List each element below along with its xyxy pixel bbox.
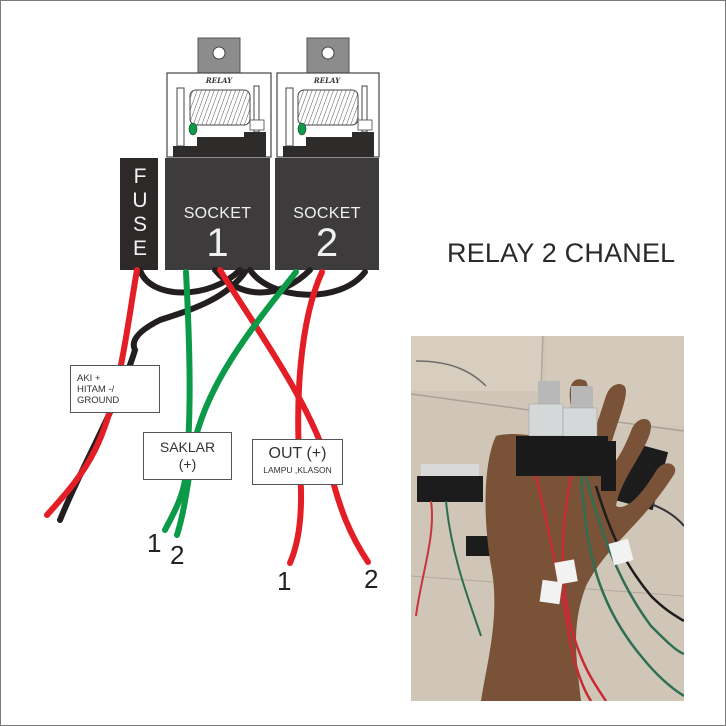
output-wire-end-1: 1 [277, 566, 292, 596]
battery-label-line1: AKI + [77, 372, 101, 384]
page-title: RELAY 2 CHANEL [447, 238, 676, 268]
relay-terminals [357, 119, 373, 131]
socket-2 [275, 158, 379, 270]
relay-terminals [249, 119, 265, 131]
output-label-line1: OUT (+) [268, 445, 327, 462]
relay-coil [297, 89, 359, 126]
fuse-holder [120, 158, 158, 270]
switch-wire-end-1: 1 [147, 528, 162, 558]
relay-coil [189, 89, 251, 126]
fuse-label: F U S E [122, 165, 158, 261]
mount-hole-icon [212, 46, 226, 60]
photo-held-relays [516, 381, 616, 491]
red-wire-battery [44, 267, 140, 518]
red-wire-output-2 [217, 267, 371, 565]
red-wires [44, 267, 371, 566]
photo-tag [554, 559, 578, 585]
relay-brand-label: RELAY [205, 76, 233, 85]
fuse-letter: S [132, 213, 147, 236]
photo-tag [608, 538, 634, 566]
photo-illustration [411, 336, 684, 701]
output-wire-end-2: 2 [364, 564, 379, 594]
relay-diode [188, 122, 198, 136]
relay-diode [297, 122, 307, 136]
switch-label-line1: SAKLAR [159, 439, 216, 455]
green-wire-switch-2 [174, 269, 299, 538]
black-wire-socket1-socket2-b [247, 267, 368, 298]
relay-base [173, 132, 266, 157]
fuse-letter: U [132, 189, 148, 212]
relay-2: RELAY [276, 37, 380, 158]
switch-wire-end-2: 2 [170, 540, 185, 570]
relay-armature [176, 87, 185, 147]
socket-1 [165, 158, 270, 270]
relay-base [283, 132, 374, 157]
socket-2-label: SOCKET 2 [275, 205, 379, 263]
relay-armature [285, 87, 294, 147]
socket-word: SOCKET [293, 205, 361, 222]
product-photo [411, 336, 684, 701]
relay-1: RELAY [166, 37, 272, 158]
socket-1-label: SOCKET 1 [165, 205, 270, 263]
fuse-letter: F [133, 165, 147, 188]
socket-number: 1 [206, 221, 229, 265]
switch-label: SAKLAR (+) [143, 432, 232, 480]
relay-brand-label: RELAY [313, 76, 341, 85]
mount-hole-icon [321, 46, 335, 60]
socket-number: 2 [315, 221, 339, 265]
photo-harness-wires [534, 475, 684, 701]
socket-word: SOCKET [183, 205, 252, 222]
output-label: OUT (+) LAMPU ,KLASON [252, 439, 343, 485]
fuse-letter: E [132, 237, 147, 260]
photo-left-relays [415, 464, 491, 637]
battery-label: AKI + HITAM -/ GROUND [70, 365, 160, 413]
output-label-line2: LAMPU ,KLASON [263, 465, 332, 475]
photo-tag [539, 579, 563, 605]
battery-label-line2: HITAM -/ GROUND [77, 383, 120, 406]
switch-label-line2: (+) [178, 456, 197, 472]
